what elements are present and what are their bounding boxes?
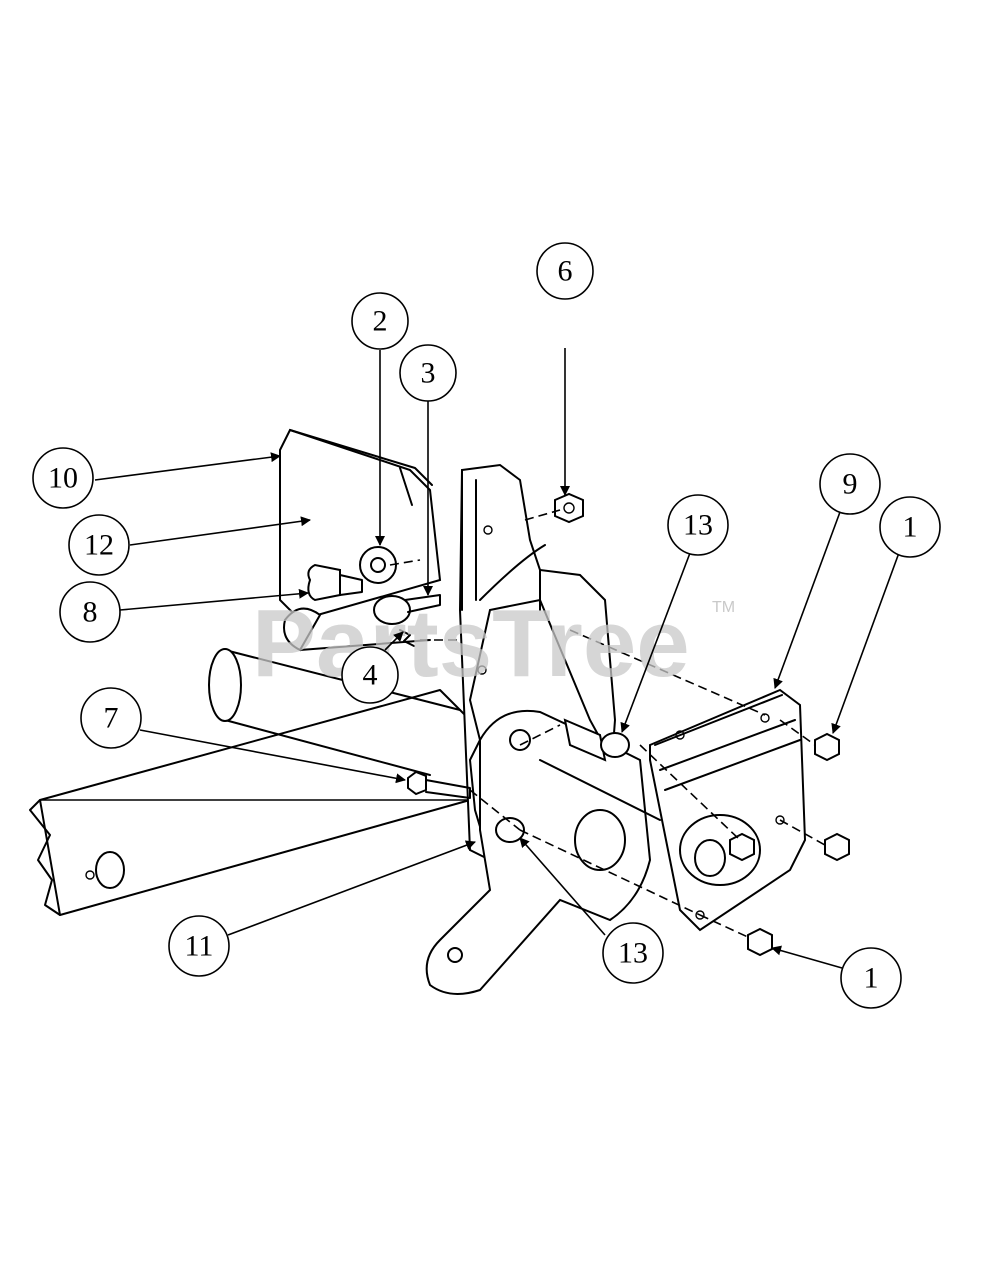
svg-text:2: 2	[373, 305, 388, 338]
leader-1-lower	[771, 945, 843, 969]
leader-7	[139, 729, 406, 784]
parts-drawing	[29, 428, 850, 995]
callout-7: 7	[80, 687, 142, 749]
leader-9	[773, 511, 841, 689]
svg-text:13: 13	[683, 509, 713, 542]
shoulder-bolt	[307, 563, 363, 602]
callout-9: 9	[819, 453, 881, 515]
leader-11	[227, 840, 476, 936]
leader-12	[129, 516, 311, 546]
callout-13-upper: 13	[667, 494, 729, 556]
callout-3: 3	[399, 344, 457, 402]
mounting-plate	[649, 688, 807, 932]
callout-2: 2	[351, 292, 409, 350]
callout-13-lower: 13	[602, 922, 664, 984]
washer	[359, 546, 397, 584]
svg-text:8: 8	[83, 596, 98, 629]
svg-text:3: 3	[421, 357, 436, 390]
svg-text:1: 1	[903, 511, 918, 544]
leader-10	[94, 452, 281, 481]
pin	[373, 594, 441, 625]
assembly-lines	[389, 509, 826, 939]
leader-13-upper	[620, 552, 691, 733]
leader-4	[384, 631, 404, 651]
watermark-trademark: TM	[712, 599, 735, 616]
callout-4: 4	[341, 646, 399, 704]
svg-text:11: 11	[185, 930, 214, 963]
leader-lines	[94, 348, 901, 969]
swing-arm	[425, 709, 661, 995]
bracket	[283, 607, 431, 652]
svg-text:9: 9	[843, 468, 858, 501]
svg-text:7: 7	[104, 702, 119, 735]
leader-1-upper	[831, 549, 901, 734]
leader-8	[119, 588, 309, 611]
svg-text:4: 4	[363, 659, 378, 692]
watermark-text: PartsTree	[252, 590, 690, 697]
nuts	[554, 492, 850, 957]
carriage-bolt	[407, 770, 471, 799]
svg-text:1: 1	[864, 962, 879, 995]
svg-text:6: 6	[558, 255, 573, 288]
callout-10: 10	[32, 447, 94, 509]
callout-12: 12	[68, 514, 130, 576]
callout-6: 6	[536, 242, 594, 300]
svg-text:10: 10	[48, 462, 78, 495]
callout-11: 11	[168, 915, 230, 977]
svg-text:12: 12	[84, 529, 114, 562]
callout-1-lower: 1	[840, 947, 902, 1009]
spring-clip	[399, 629, 415, 647]
callout-8: 8	[59, 581, 121, 643]
callout-1-upper: 1	[879, 496, 941, 558]
leader-13-lower	[519, 837, 606, 936]
svg-text:13: 13	[618, 937, 648, 970]
spacers	[495, 718, 630, 843]
